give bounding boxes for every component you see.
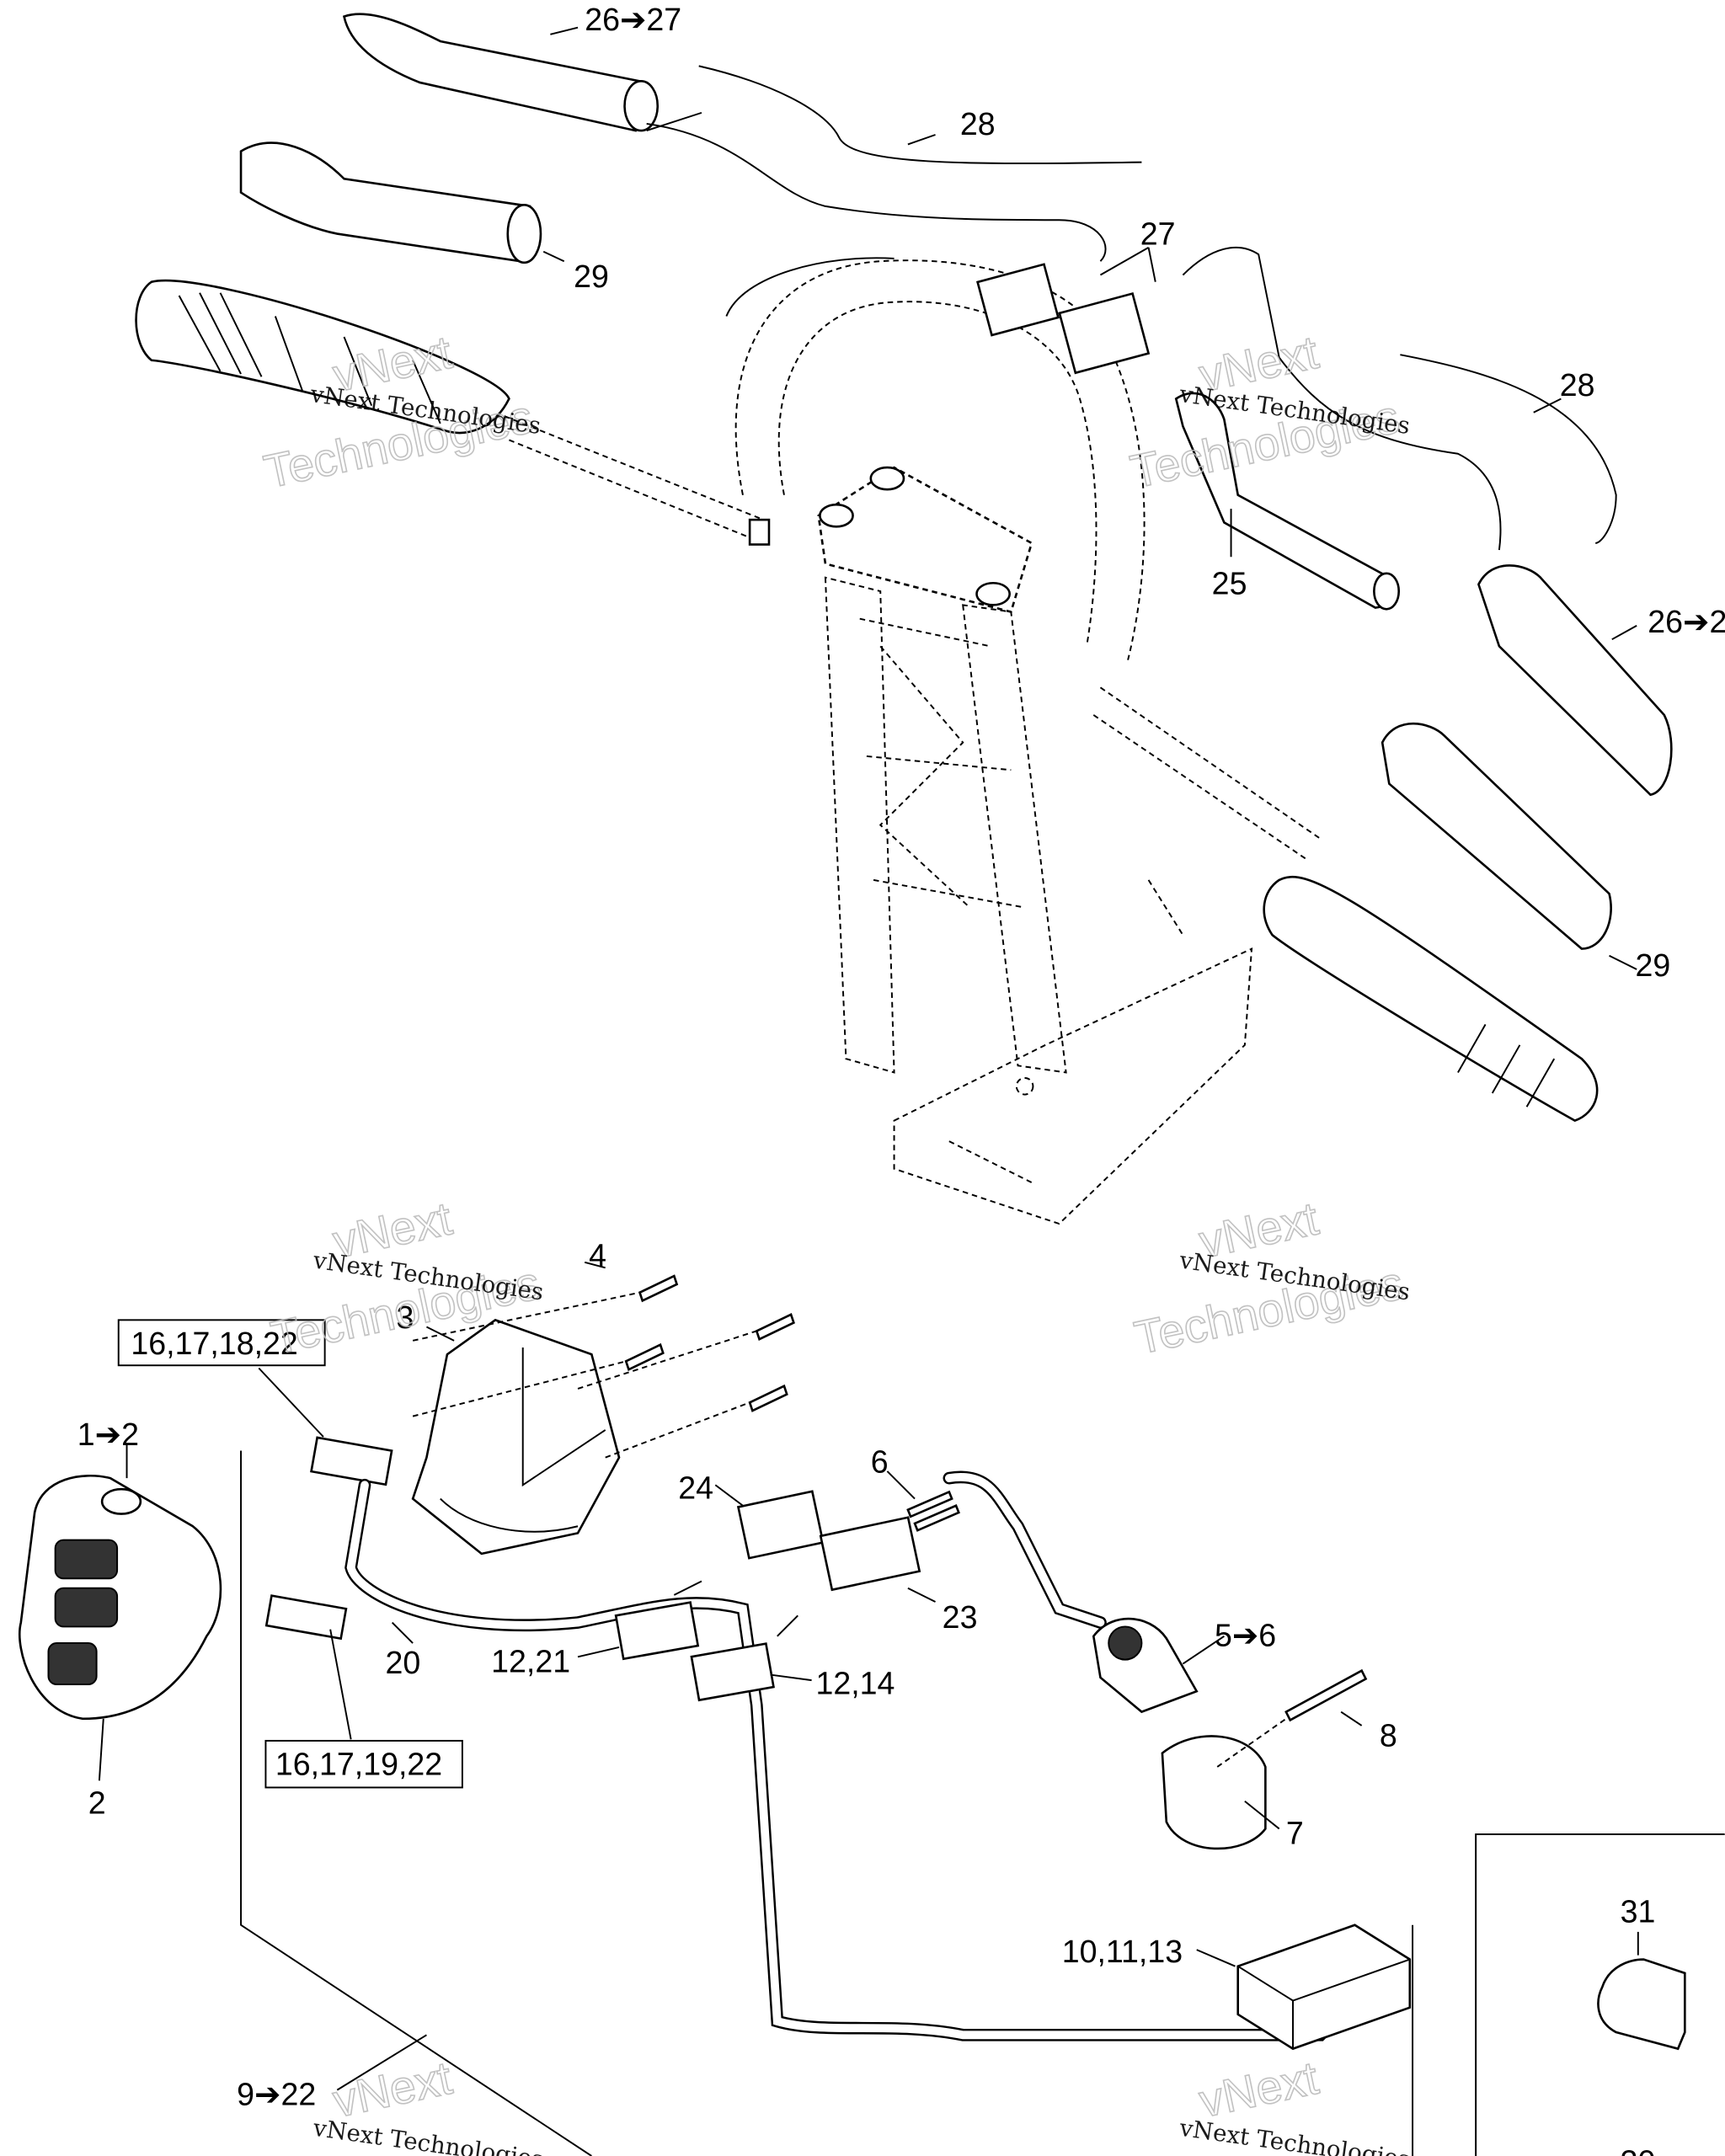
- callout-10-11-13: 10,11,13: [1062, 1934, 1183, 1969]
- callout-29: 29: [574, 259, 609, 294]
- switch-5: [1092, 1617, 1199, 1714]
- callout-box-19: [264, 1739, 463, 1789]
- left-grip: [135, 279, 510, 435]
- callout-16-17-18-22: 16,17,18,22: [131, 1326, 297, 1361]
- watermark-outline: vNext: [328, 2052, 457, 2127]
- callout-1-2: 1➔2: [77, 1417, 139, 1452]
- heater-wires: [646, 65, 1617, 551]
- callout-5-6: 5➔6: [1215, 1617, 1276, 1652]
- callout-12-21: 12,21: [491, 1643, 570, 1678]
- inset-frame: [1475, 1833, 1725, 2156]
- right-element-25: [1174, 392, 1401, 611]
- connector-27a: [976, 263, 1060, 337]
- watermark-text: vNext Technologies: [1178, 2114, 1413, 2156]
- connector-12-21: [614, 1601, 700, 1661]
- clamp-bolt: [819, 503, 854, 528]
- knob-7: [1161, 1735, 1267, 1850]
- callout-30: 30: [1621, 2144, 1656, 2156]
- pin-8: [1216, 1668, 1368, 1768]
- callout-28: 28: [960, 106, 996, 141]
- switch-module-1: [19, 1474, 222, 1721]
- right-heating-element-26: [1477, 564, 1673, 797]
- screws-4: [412, 1274, 795, 1459]
- cover-31: [1597, 1958, 1686, 2051]
- kit-bracket-lines: [240, 1450, 1414, 2156]
- connector-24: [736, 1490, 825, 1560]
- clamp-bolt: [869, 466, 905, 491]
- callout-31: 31: [1621, 1893, 1656, 1929]
- stem-clamp: [748, 466, 1033, 614]
- side-bolt: [748, 518, 771, 546]
- callout-7: 7: [1286, 1815, 1304, 1850]
- callout-2: 2: [88, 1785, 106, 1820]
- callout-20: 20: [385, 1645, 420, 1680]
- callout-23: 23: [943, 1599, 978, 1635]
- switch-housing-3: [411, 1318, 621, 1556]
- callout-8: 8: [1380, 1717, 1397, 1753]
- callout-3: 3: [397, 1299, 414, 1335]
- steering-stem: [824, 576, 1067, 1074]
- callout-12-14: 12,14: [815, 1665, 895, 1700]
- mounting-plate: [893, 879, 1253, 1225]
- callout-26-right: 26➔2: [1648, 604, 1725, 639]
- callout-16-17-19-22: 16,17,19,22: [275, 1747, 442, 1782]
- left-grip-heater-tube: [239, 141, 542, 264]
- connector-27b: [1058, 291, 1151, 375]
- connector-16-17-19-22: [264, 1594, 348, 1641]
- callout-4: 4: [589, 1238, 606, 1273]
- terminals-6: [906, 1490, 960, 1532]
- watermark-text: vNext Technologies: [311, 2114, 546, 2156]
- main-harness: [344, 1470, 1368, 2041]
- callout-box-18: [117, 1319, 326, 1367]
- watermark-outline: vNext: [1195, 2052, 1323, 2127]
- callout-6: 6: [871, 1444, 889, 1480]
- left-heating-element-top: [342, 13, 702, 132]
- callout-29-right: 29: [1636, 947, 1671, 983]
- connector-23: [819, 1516, 921, 1592]
- right-grip: [1263, 875, 1599, 1123]
- callout-9-22: 9➔22: [237, 2077, 316, 2112]
- right-grip-heater-tube: [1381, 723, 1612, 950]
- control-box-10-11-13: [1236, 1924, 1412, 2051]
- leader-lines: [98, 26, 1639, 2091]
- connector-12-14: [690, 1642, 775, 1702]
- callout-27: 27: [1140, 216, 1176, 252]
- callout-25: 25: [1212, 565, 1247, 600]
- callout-26-27: 26➔27: [585, 2, 681, 37]
- callout-28-right: 28: [1560, 367, 1595, 403]
- handlebar-bar: [494, 411, 1322, 861]
- callout-24: 24: [678, 1470, 713, 1506]
- connector-16-17-18-22: [310, 1436, 393, 1486]
- clamp-bolt: [975, 581, 1012, 606]
